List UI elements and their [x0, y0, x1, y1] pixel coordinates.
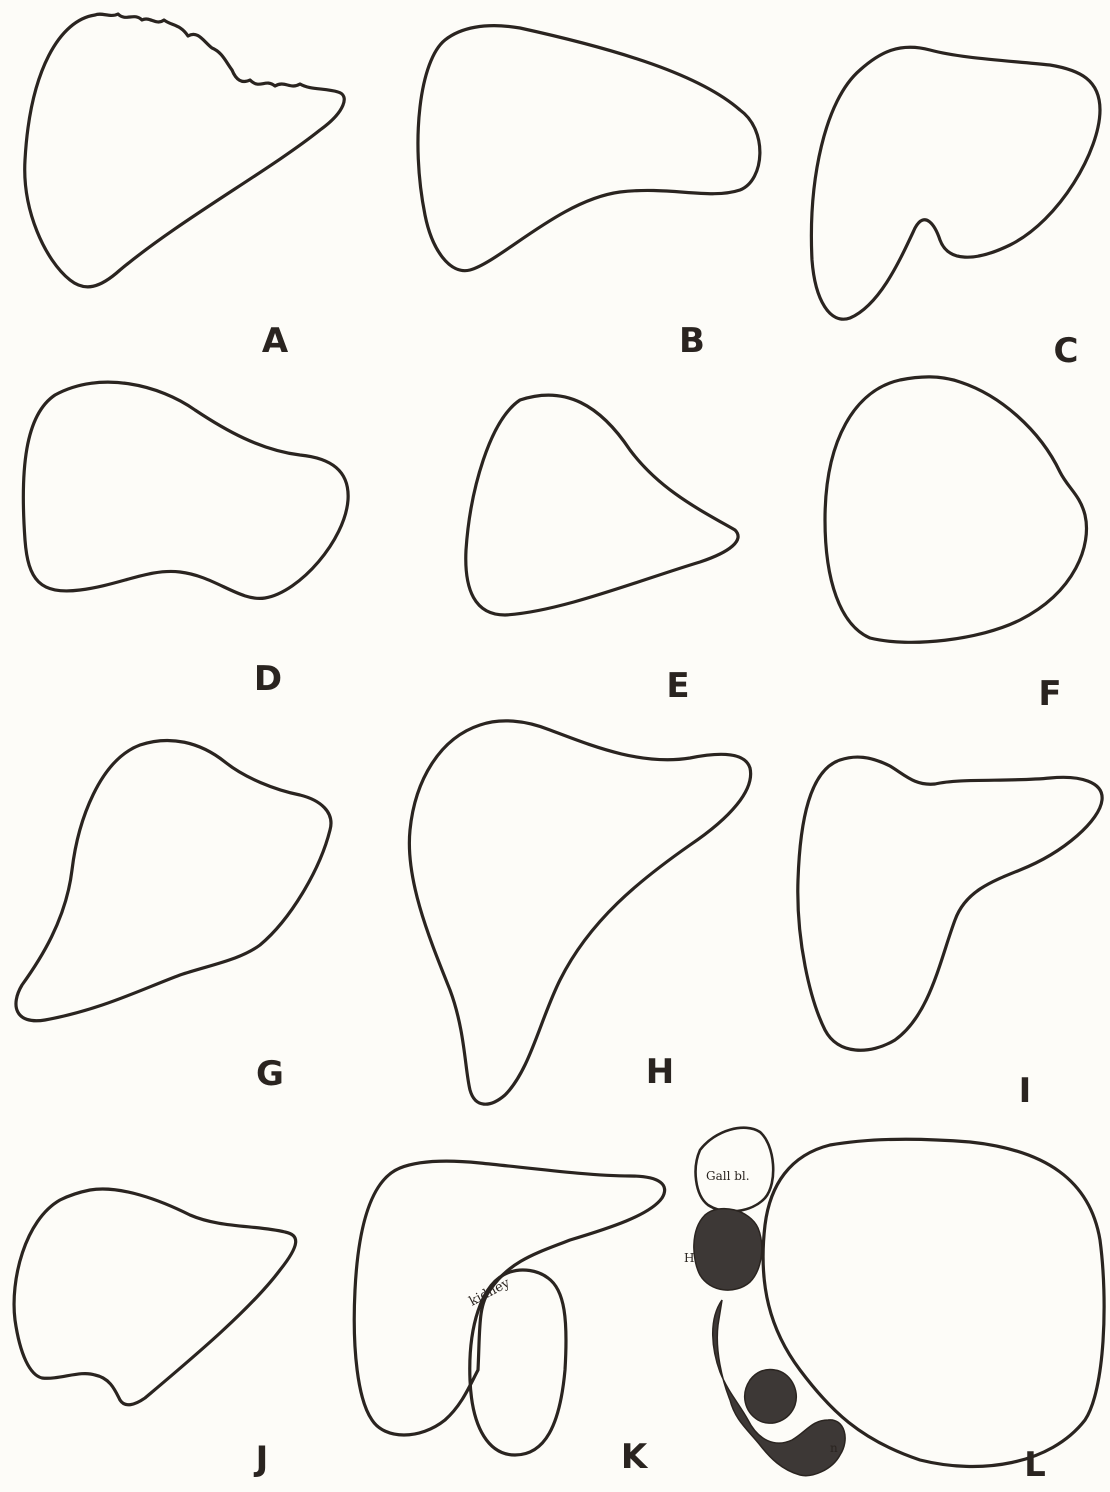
shape-a-outline — [25, 14, 344, 287]
shape-k-outline — [354, 1161, 664, 1435]
panel-label-k: K — [621, 1437, 649, 1477]
panel-label-d: D — [254, 659, 282, 699]
l-small-label-2: n — [830, 1441, 838, 1455]
panel-label-c: C — [1054, 331, 1079, 371]
panel-label-e: E — [666, 666, 689, 706]
panel-label-g: G — [256, 1054, 284, 1094]
panel-label-j: J — [254, 1439, 269, 1479]
shape-b-outline — [418, 26, 760, 271]
shape-l-outline — [763, 1139, 1104, 1466]
panel-label-b: B — [679, 321, 705, 361]
shape-i-outline — [798, 757, 1102, 1050]
shape-g-outline — [16, 740, 331, 1020]
shape-c-outline — [811, 47, 1100, 319]
k-organ-label: kidney — [467, 1275, 513, 1309]
l-gall-label: Gall bl. — [706, 1169, 750, 1183]
shape-j-outline — [14, 1189, 296, 1405]
l-small-label-1: H — [684, 1251, 694, 1265]
shape-l-dark-mass-3 — [745, 1369, 797, 1423]
panel-label-h: H — [646, 1052, 674, 1092]
panel-label-a: A — [262, 321, 289, 361]
shape-l-dark-mass-1 — [694, 1209, 762, 1290]
panel-label-f: F — [1038, 674, 1061, 714]
panel-label-l: L — [1024, 1445, 1046, 1485]
panel-label-i: I — [1019, 1071, 1032, 1111]
shape-f-outline — [825, 377, 1086, 642]
shape-d-outline — [23, 382, 348, 598]
shape-e-outline — [466, 395, 738, 615]
shape-h-outline — [409, 721, 750, 1104]
